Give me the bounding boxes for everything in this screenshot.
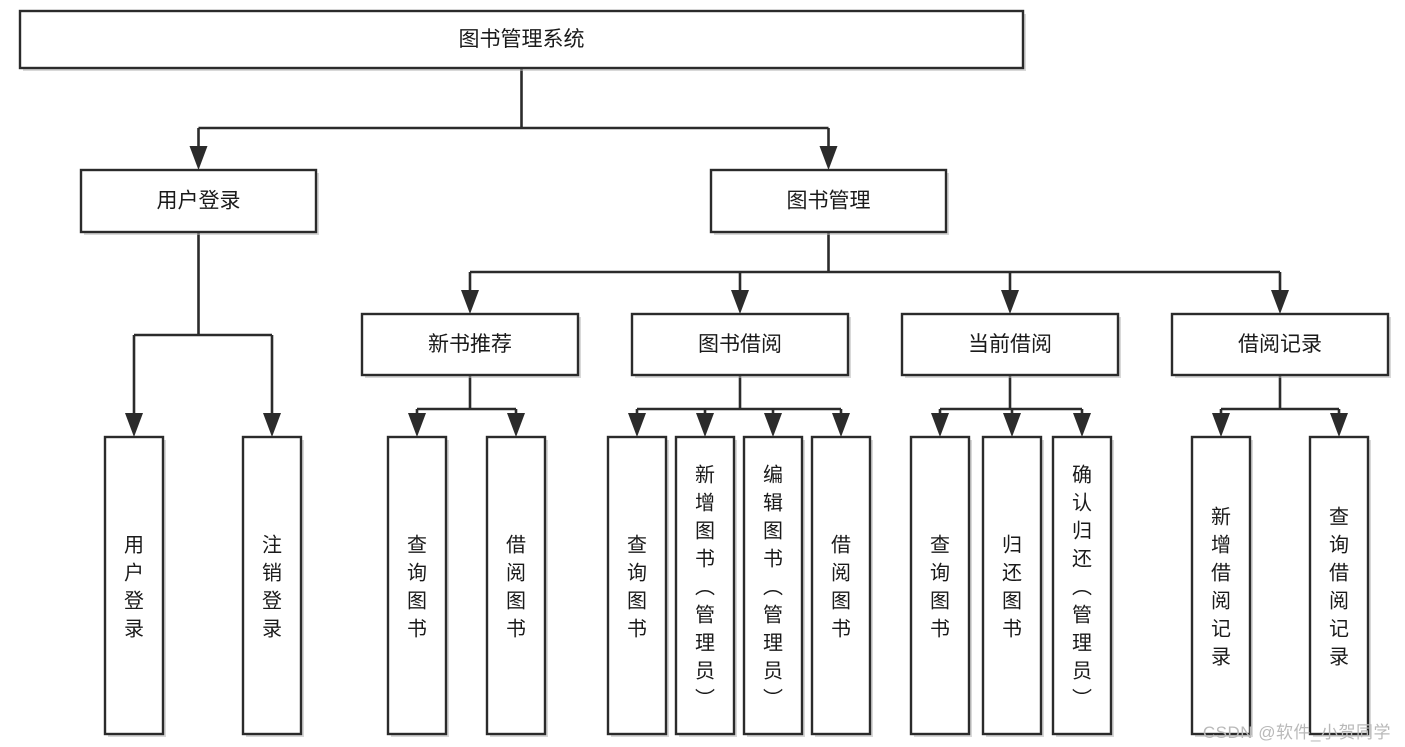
arrow-head-icon [461,290,479,314]
node-label: 借阅记录 [1238,333,1322,356]
node-label: 新增图书︵管理员︶ [695,464,715,711]
arrow-head-icon [931,413,949,437]
node-level3-3-借阅记录[interactable]: 借阅记录 [1170,312,1391,378]
node-rect[interactable] [709,168,948,234]
node-leaf-12-查询借阅记录[interactable]: 查询借阅记录 [1308,435,1371,737]
node-rect[interactable] [1308,435,1370,736]
node-level3-2-当前借阅[interactable]: 当前借阅 [900,312,1121,378]
node-leaf-0-用户登录[interactable]: 用户登录 [103,435,166,737]
node-label: 查询图书 [407,534,427,641]
arrow-head-icon [125,413,143,437]
arrow-head-icon [764,413,782,437]
node-rect[interactable] [909,435,971,736]
node-leaf-4-查询图书[interactable]: 查询图书 [606,435,669,737]
node-leaf-1-注销登录[interactable]: 注销登录 [241,435,304,737]
arrow-head-icon [832,413,850,437]
arrow-head-icon [408,413,426,437]
arrow-head-icon [1271,290,1289,314]
arrow-head-icon [628,413,646,437]
node-level3-0-新书推荐[interactable]: 新书推荐 [360,312,581,378]
node-rect[interactable] [1051,435,1113,736]
node-label: 图书管理系统 [459,28,585,51]
arrow-head-icon [1073,413,1091,437]
node-rect[interactable] [485,435,547,736]
node-label: 归还图书 [1002,534,1022,641]
node-label: 查询图书 [627,534,647,641]
node-label: 借阅图书 [831,534,851,641]
node-label: 借阅图书 [506,534,526,641]
arrow-head-icon [189,146,208,170]
node-leaf-9-归还图书[interactable]: 归还图书 [981,435,1044,737]
node-level3-1-图书借阅[interactable]: 图书借阅 [630,312,851,378]
node-label: 查询借阅记录 [1329,506,1349,669]
arrow-head-icon [1330,413,1348,437]
node-rect[interactable] [630,312,850,377]
arrow-head-icon [1003,413,1021,437]
node-rect[interactable] [18,9,1025,70]
node-leaf-11-新增借阅记录[interactable]: 新增借阅记录 [1190,435,1253,737]
node-rect[interactable] [900,312,1120,377]
arrow-head-icon [263,413,281,437]
node-leaf-7-借阅图书[interactable]: 借阅图书 [810,435,873,737]
arrow-head-icon [1001,290,1019,314]
node-label: 查询图书 [930,534,950,641]
node-rect[interactable] [810,435,872,736]
node-rect[interactable] [981,435,1043,736]
node-label: 用户登录 [157,190,241,213]
node-label: 注销登录 [262,534,282,641]
node-rect[interactable] [742,435,804,736]
node-rect[interactable] [79,168,318,234]
node-label: 用户登录 [124,535,144,641]
node-leaf-3-借阅图书[interactable]: 借阅图书 [485,435,548,737]
node-rect[interactable] [241,435,303,736]
node-rect[interactable] [1190,435,1252,736]
arrow-head-icon [819,146,838,170]
node-label: 图书借阅 [698,333,782,356]
connector-layer [125,68,1348,437]
node-root-0-图书管理系统[interactable]: 图书管理系统 [18,9,1026,71]
node-rect[interactable] [674,435,736,736]
node-level2-0-用户登录[interactable]: 用户登录 [79,168,319,235]
node-layer: 图书管理系统用户登录图书管理新书推荐图书借阅当前借阅借阅记录用户登录注销登录查询… [18,9,1391,737]
node-leaf-8-查询图书[interactable]: 查询图书 [909,435,972,737]
node-rect[interactable] [386,435,448,736]
node-label: 新书推荐 [428,333,512,356]
node-label: 当前借阅 [968,333,1052,356]
node-rect[interactable] [103,435,165,736]
node-label: 新增借阅记录 [1211,506,1231,669]
node-label: 编辑图书︵管理员︶ [763,464,783,711]
arrow-head-icon [696,413,714,437]
node-rect[interactable] [606,435,668,736]
arrow-head-icon [1212,413,1230,437]
node-leaf-2-查询图书[interactable]: 查询图书 [386,435,449,737]
node-rect[interactable] [360,312,580,377]
node-leaf-5-新增图书管理员[interactable]: 新增图书︵管理员︶ [674,435,737,737]
node-label: 确认归还︵管理员︶ [1072,464,1092,711]
arrow-head-icon [731,290,749,314]
node-label: 图书管理 [787,190,871,213]
arrow-head-icon [507,413,525,437]
node-leaf-6-编辑图书管理员[interactable]: 编辑图书︵管理员︶ [742,435,805,737]
node-rect[interactable] [1170,312,1390,377]
node-leaf-10-确认归还管理员[interactable]: 确认归还︵管理员︶ [1051,435,1114,737]
node-level2-1-图书管理[interactable]: 图书管理 [709,168,949,235]
